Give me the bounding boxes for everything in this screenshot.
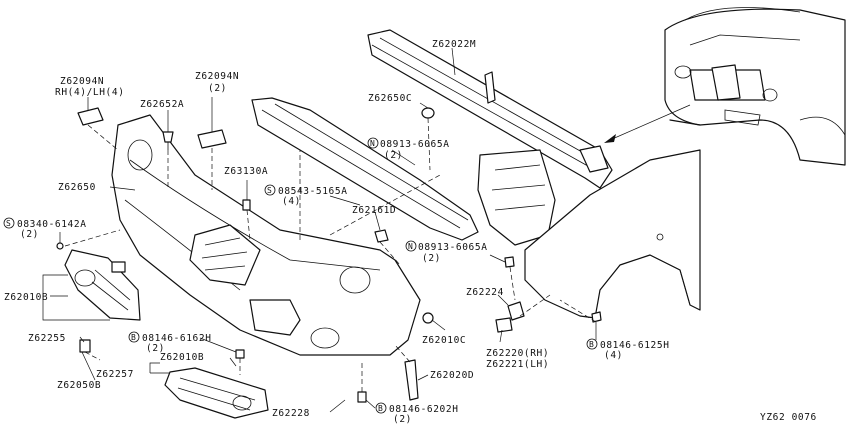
label-z62022m: Z62022M: [432, 39, 476, 50]
label-z63130a: Z63130A: [224, 166, 268, 177]
diagram-code: YZ62 0076: [760, 412, 817, 423]
label-b08146-6162h: 08146-6162H: [142, 333, 212, 344]
label-z62255: Z62255: [28, 333, 66, 344]
small-bracket-z62255: [111, 261, 126, 273]
s-symbol-icon: [264, 184, 276, 196]
label-z62010c: Z62010C: [422, 335, 466, 346]
n-symbol-letter-2: N: [408, 242, 413, 251]
front-bumper-fascia: [111, 114, 421, 356]
label-z62228: Z62228: [272, 408, 310, 419]
label-b08146-6202h: 08146-6202H: [389, 404, 459, 415]
label-n08913-6065a-top-qty: (2): [384, 150, 403, 161]
label-b08146-6202h-qty: (2): [393, 414, 412, 425]
clip-z62010c: [422, 312, 434, 324]
label-b08146-6125h-qty: (4): [604, 350, 623, 361]
bracket-z62050b: [79, 339, 91, 353]
label-n08913-6065a-mid-qty: (2): [422, 253, 441, 264]
s-symbol-icon-2: [3, 217, 15, 229]
s-symbol-letter: S: [267, 186, 272, 195]
label-s08340-6142a-qty: (2): [20, 229, 39, 240]
clip-z62161d: [374, 229, 389, 243]
assembly-lines: [64, 117, 597, 392]
bracket-z62224: [507, 301, 525, 321]
grommet-z62650c: [421, 107, 435, 119]
label-z62094n-b-qty: (2): [208, 83, 227, 94]
n-symbol-letter: N: [370, 139, 375, 148]
label-b08146-6162h-qty: (2): [146, 343, 165, 354]
leader-lines: [42, 47, 597, 413]
label-s08543-5165a: 08543-5165A: [278, 186, 348, 197]
b-symbol-icon-3: [375, 402, 387, 414]
bracket-z62220: [495, 317, 513, 333]
b-symbol-letter-2: B: [589, 340, 594, 349]
b-symbol-letter: B: [131, 333, 136, 342]
fog-lamp-bezel-left: [64, 249, 141, 321]
label-z62094n-b: Z62094N: [195, 71, 239, 82]
fender-bracket: [477, 149, 556, 246]
bumper-retainer: [251, 97, 479, 241]
label-b08146-6125h: 08146-6125H: [600, 340, 670, 351]
s-symbol-letter-2: S: [6, 219, 11, 228]
screw-08340: [56, 242, 64, 250]
b-symbol-icon-2: [586, 338, 598, 350]
label-z62257: Z62257: [96, 369, 134, 380]
label-z62094n-a-note: RH(4)/LH(4): [55, 87, 125, 98]
label-n08913-6065a-mid: 08913-6065A: [418, 242, 488, 253]
clip-z62652a: [162, 131, 174, 150]
n-symbol-icon: [367, 137, 379, 149]
label-z62161d: Z62161D: [352, 205, 396, 216]
bolt-08146-6202h: [357, 391, 367, 403]
nut-08913-mid: [504, 256, 515, 268]
bolt-08146-6125h: [591, 311, 602, 323]
vehicle-thumbnail: [664, 7, 846, 166]
bumper-reinforcement-beam: [367, 29, 613, 189]
n-symbol-icon-2: [405, 240, 417, 252]
label-z62220: Z62220(RH): [486, 348, 549, 359]
b-symbol-letter-3: B: [378, 404, 383, 413]
label-z62050b: Z62050B: [57, 380, 101, 391]
pad-z62094n-a: [77, 107, 104, 126]
pad-z62094n-b: [197, 129, 227, 149]
label-s08340-6142a: 08340-6142A: [17, 219, 87, 230]
lower-grille: [164, 367, 269, 419]
front-fender: [524, 149, 701, 319]
label-z62221: Z62221(LH): [486, 359, 549, 370]
nut-z63130a: [242, 199, 251, 211]
label-z62010b-bottom: Z62010B: [160, 352, 204, 363]
label-z62652a: Z62652A: [140, 99, 184, 110]
part-labels: Z62094N RH(4)/LH(4) Z62652A Z62094N (2) …: [3, 39, 817, 425]
label-n08913-6065a-top: 08913-6065A: [380, 139, 450, 150]
label-z62094n-a: Z62094N: [60, 76, 104, 87]
label-z62650: Z62650: [58, 182, 96, 193]
label-z62650c: Z62650C: [368, 93, 412, 104]
view-arrow: [604, 104, 691, 143]
label-z62010b-left: Z62010B: [4, 292, 48, 303]
label-s08543-5165a-qty: (4): [282, 196, 301, 207]
b-symbol-icon: [128, 331, 140, 343]
band-z62020d: [404, 359, 419, 401]
bolt-08146-6162h: [235, 349, 245, 359]
label-z62020d: Z62020D: [430, 370, 474, 381]
label-z62224: Z62224: [466, 287, 504, 298]
